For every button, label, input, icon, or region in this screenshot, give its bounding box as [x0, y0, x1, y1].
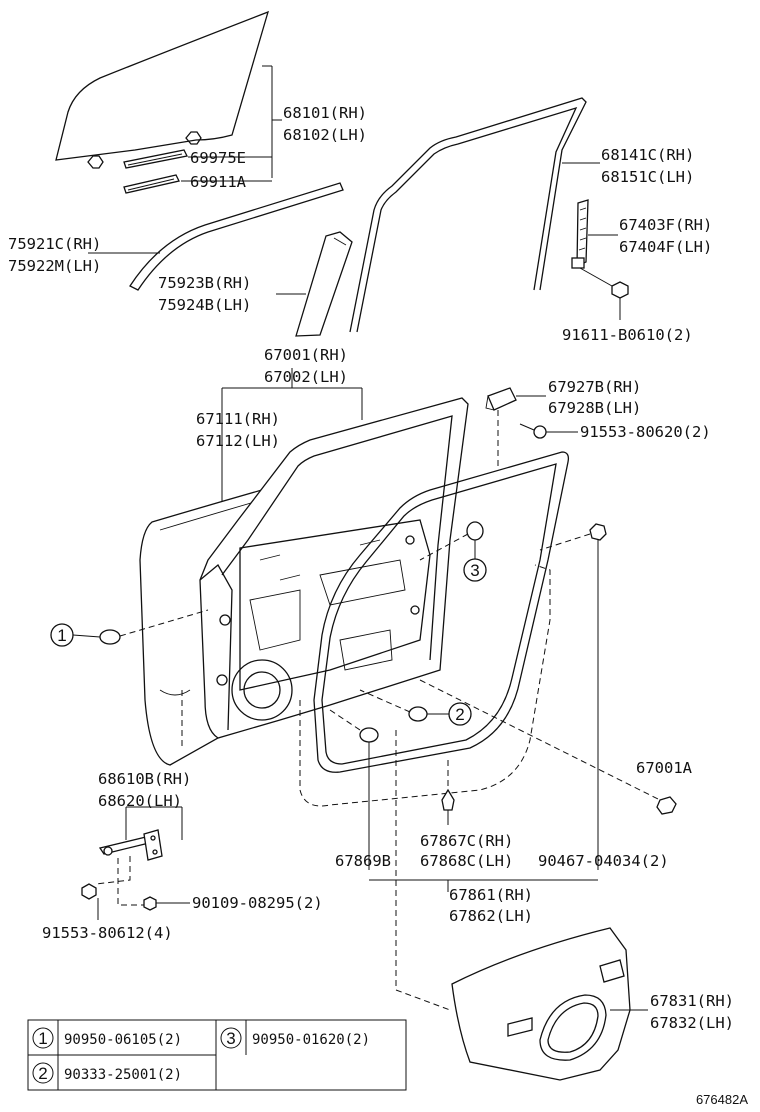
label-75921c: 75921C(RH) — [8, 235, 101, 253]
label-68610b: 68610B(RH) — [98, 770, 191, 788]
label-67001: 67001(RH) — [264, 346, 348, 364]
pillar-garnish-75923b — [295, 231, 353, 337]
label-67832: 67832(LH) — [650, 1014, 734, 1032]
label-67002: 67002(LH) — [264, 368, 348, 386]
door-trim-67831 — [451, 927, 631, 1081]
label-90467-04034: 90467-04034(2) — [538, 852, 669, 870]
label-91553-80620: 91553-80620(2) — [580, 423, 711, 441]
reference-code: 676482A — [696, 1092, 748, 1107]
legend-part-3: 90950-01620(2) — [252, 1032, 370, 1048]
label-67403f: 67403F(RH) — [619, 216, 712, 234]
label-68141c: 68141C(RH) — [601, 146, 694, 164]
label-67831: 67831(RH) — [650, 992, 734, 1010]
glass-run-68141c — [349, 97, 587, 333]
label-67404f: 67404F(LH) — [619, 238, 712, 256]
clip-67867c — [441, 760, 455, 825]
label-91553-80612: 91553-80612(4) — [42, 924, 173, 942]
channel-67403f — [571, 199, 589, 269]
legend-part-1: 90950-06105(2) — [64, 1032, 182, 1048]
callout-2-number: 2 — [455, 705, 464, 724]
clip-67927b — [485, 387, 517, 411]
callout-1-number: 1 — [57, 626, 66, 645]
callout-2: 2 — [359, 689, 472, 726]
screw-91553-80620 — [519, 423, 578, 439]
label-69975e: 69975E — [190, 149, 246, 167]
label-91611-b0610: 91611-B0610(2) — [562, 326, 693, 344]
label-75923b: 75923B(RH) — [158, 274, 251, 292]
weatherstrip-67861 — [313, 451, 570, 773]
callout-1: 1 — [50, 609, 209, 647]
glass-channel-69911a — [123, 174, 180, 194]
label-68151c: 68151C(LH) — [601, 168, 694, 186]
plug-67001a — [419, 679, 677, 815]
label-67861: 67861(RH) — [449, 886, 533, 904]
label-67112: 67112(LH) — [196, 432, 280, 450]
door-glass — [55, 10, 269, 169]
label-90109-08295: 90109-08295(2) — [192, 894, 323, 912]
label-67868c: 67868C(LH) — [420, 852, 513, 870]
legend-part-2: 90333-25001(2) — [64, 1067, 182, 1083]
legend-table: 1 90950-06105(2) 3 90950-01620(2) 2 9033… — [27, 1019, 407, 1091]
clip-90467 — [539, 523, 607, 870]
label-75924b: 75924B(LH) — [158, 296, 251, 314]
door-frame-67001 — [199, 397, 469, 739]
legend-num-3: 3 — [226, 1029, 235, 1048]
label-67862: 67862(LH) — [449, 907, 533, 925]
label-67867c: 67867C(RH) — [420, 832, 513, 850]
callout-3-number: 3 — [470, 561, 479, 580]
legend-num-1: 1 — [38, 1029, 47, 1048]
label-69911a: 69911A — [190, 173, 247, 191]
label-68102: 68102(LH) — [283, 126, 367, 144]
clip-67869b — [329, 709, 379, 870]
label-67928b: 67928B(LH) — [548, 399, 641, 417]
legend-num-2: 2 — [38, 1064, 47, 1083]
glass-channel-69975e — [123, 149, 188, 169]
label-68101: 68101(RH) — [283, 104, 367, 122]
callout-3: 3 — [419, 521, 487, 582]
label-67869b: 67869B — [335, 852, 391, 870]
screw-91553-80612 — [81, 883, 99, 920]
belt-moulding-75921c — [129, 182, 344, 291]
label-75922m: 75922M(LH) — [8, 257, 101, 275]
label-68620: 68620(LH) — [98, 792, 182, 810]
door-check-68610b — [98, 829, 163, 861]
label-67111: 67111(RH) — [196, 410, 280, 428]
screw-90109 — [143, 896, 190, 911]
label-67001a: 67001A — [636, 759, 693, 777]
bolt-91611 — [579, 267, 629, 320]
label-67927b: 67927B(RH) — [548, 378, 641, 396]
